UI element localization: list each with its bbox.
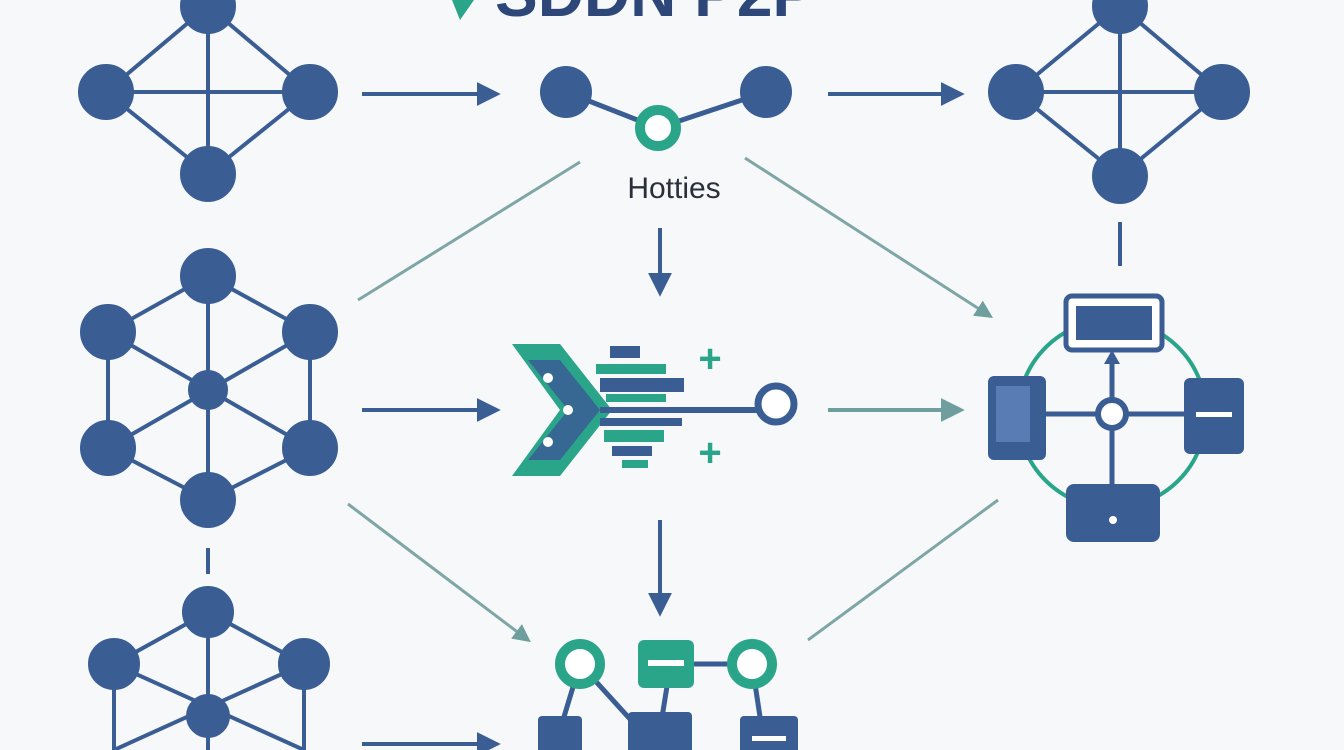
graph-node xyxy=(540,66,592,118)
graph-node xyxy=(88,638,140,690)
plus-icon: + xyxy=(698,337,721,381)
graph-node xyxy=(182,586,234,638)
device-tile-icon xyxy=(628,712,692,750)
hub-ring-icon xyxy=(555,639,605,689)
device-tile-icon xyxy=(740,716,798,750)
graph-node-center xyxy=(188,370,228,410)
graph-node xyxy=(80,304,136,360)
title-group: SDDN P2P xyxy=(452,0,815,30)
graph-node xyxy=(180,0,236,34)
graph-node xyxy=(1092,0,1148,34)
graph-node xyxy=(282,64,338,120)
network-graph-top-left xyxy=(78,0,338,202)
graph-node-center xyxy=(186,694,230,738)
bottom-cluster xyxy=(538,639,798,750)
flow-connector xyxy=(357,160,581,302)
hub-label: Hotties xyxy=(627,172,720,205)
hub-node-group: Hotties xyxy=(540,66,792,205)
graph-node xyxy=(180,472,236,528)
title-text: SDDN P2P xyxy=(495,0,815,30)
router-icon: + + xyxy=(512,337,798,476)
flow-connector xyxy=(807,498,999,642)
graph-node xyxy=(78,64,134,120)
laptop-icon xyxy=(1066,484,1160,542)
endpoint-ring-icon xyxy=(754,382,798,426)
graph-node xyxy=(988,64,1044,120)
network-graph-middle-left xyxy=(80,248,338,528)
plus-icon: + xyxy=(698,431,721,475)
graph-node xyxy=(282,420,338,476)
graph-node xyxy=(180,146,236,202)
graph-node xyxy=(282,304,338,360)
device-tile-icon xyxy=(538,716,582,750)
flow-arrow xyxy=(744,156,994,318)
graph-node xyxy=(180,248,236,304)
graph-node xyxy=(740,66,792,118)
network-graph-top-right xyxy=(988,0,1250,204)
graph-node xyxy=(278,638,330,690)
logo-icon xyxy=(452,0,474,20)
hub-ring-icon xyxy=(1095,397,1129,431)
graph-node xyxy=(1092,148,1148,204)
device-cluster xyxy=(988,293,1244,542)
hub-ring-icon xyxy=(727,639,777,689)
graph-node xyxy=(1194,64,1250,120)
network-graph-bottom-left xyxy=(88,586,330,750)
hub-ring-icon xyxy=(635,105,681,151)
graph-node xyxy=(80,420,136,476)
flow-arrow xyxy=(347,502,531,643)
